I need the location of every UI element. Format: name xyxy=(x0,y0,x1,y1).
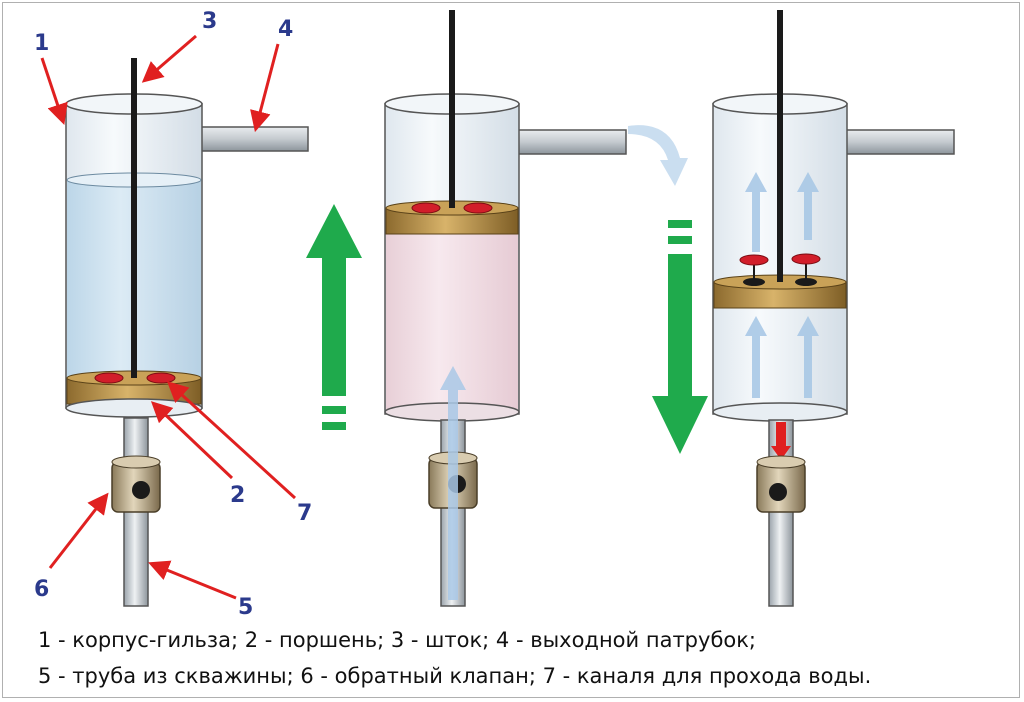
arrow-up-icon xyxy=(306,204,362,430)
pump-diagram: 1 3 4 2 7 6 5 xyxy=(34,9,955,620)
outlet-pipe-1 xyxy=(191,126,309,152)
callout-2: 2 xyxy=(230,483,245,508)
callout-5: 5 xyxy=(238,595,253,620)
legend: 1 - корпус-гильза; 2 - поршень; 3 - шток… xyxy=(38,622,871,694)
outlet-pipe-2 xyxy=(509,129,627,155)
arrow-down-icon xyxy=(652,220,708,454)
flow-arrow-2 xyxy=(440,366,466,600)
legend-line-2: 5 - труба из скважины; 6 - обратный клап… xyxy=(38,664,872,688)
rod-3 xyxy=(777,10,783,282)
valve-disc-1b xyxy=(146,372,176,384)
valve-disc-3a xyxy=(739,254,769,266)
legend-line-1: 1 - корпус-гильза; 2 - поршень; 3 - шток… xyxy=(38,628,756,652)
callout-arrows xyxy=(40,34,297,600)
red-flow-arrow-3 xyxy=(771,422,791,460)
outlet-pipe-3 xyxy=(837,129,955,155)
curved-flow-arrow xyxy=(628,125,688,186)
pump-1 xyxy=(65,58,309,607)
callout-4: 4 xyxy=(278,17,293,42)
rod-1 xyxy=(131,58,137,378)
pump-3 xyxy=(712,10,955,607)
pump-2 xyxy=(384,10,627,607)
callout-3: 3 xyxy=(202,9,217,34)
callout-7: 7 xyxy=(297,501,312,526)
callout-6: 6 xyxy=(34,577,49,602)
rod-2 xyxy=(449,10,455,208)
callout-1: 1 xyxy=(34,31,49,56)
flow-arrows-3 xyxy=(745,172,819,398)
valve-disc-1a xyxy=(94,372,124,384)
valve-disc-3b xyxy=(791,253,821,265)
